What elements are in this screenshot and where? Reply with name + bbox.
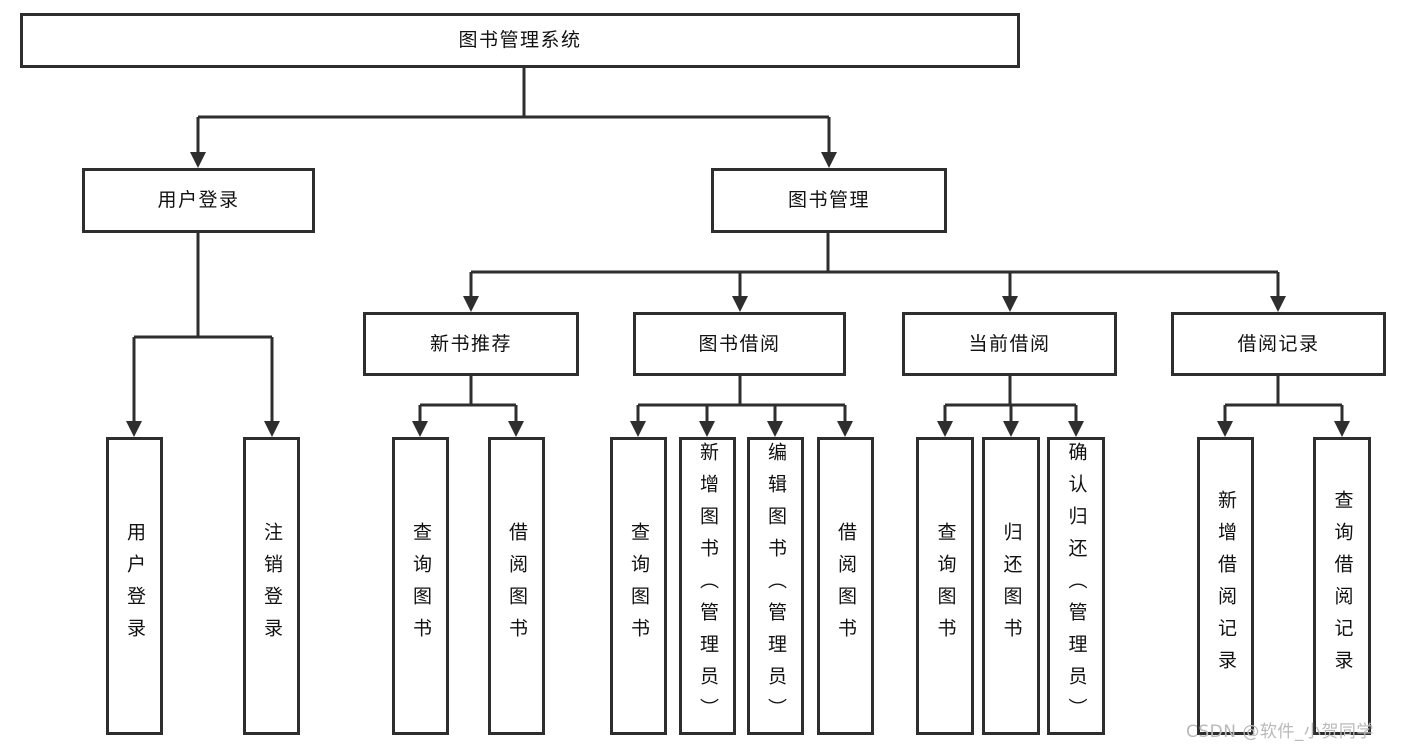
leaf-label: 查询图书 xyxy=(410,522,432,650)
user-login-box: 用户登录 xyxy=(82,168,315,233)
leaf-label: 查询图书 xyxy=(934,522,957,650)
connector-newbook-to-leaves xyxy=(418,376,518,422)
leaf-label: 编辑图书（管理员） xyxy=(765,442,787,730)
leaf-query-books-box-3: 查询图书 xyxy=(916,437,974,735)
leaf-label: 查询图书 xyxy=(628,522,650,650)
book-management-box: 图书管理 xyxy=(711,168,947,233)
leaf-confirm-return-admin-box: 确认归还（管理员） xyxy=(1047,437,1105,735)
system-root-box: 图书管理系统 xyxy=(20,13,1020,68)
arrowheads xyxy=(126,152,1350,437)
leaf-borrow-books-box-2: 借阅图书 xyxy=(817,437,874,735)
connector-bookborrow-to-leaves xyxy=(636,376,847,422)
connector-userlogin-to-leaves xyxy=(132,233,274,422)
connector-currentborrow-to-leaves xyxy=(943,376,1078,422)
leaf-user-login-box: 用户登录 xyxy=(106,437,163,735)
leaf-label: 确认归还（管理员） xyxy=(1065,442,1088,730)
leaf-label: 归还图书 xyxy=(1000,522,1023,650)
connector-borrowrecords-to-leaves xyxy=(1223,376,1344,422)
leaf-query-books-box-2: 查询图书 xyxy=(610,437,667,735)
borrow-record-box: 借阅记录 xyxy=(1171,312,1386,376)
leaf-edit-book-admin-box: 编辑图书（管理员） xyxy=(747,437,804,735)
current-borrow-box: 当前借阅 xyxy=(902,312,1117,376)
csdn-watermark: CSDN @软件_小贺同学 xyxy=(1186,722,1374,742)
leaf-label: 借阅图书 xyxy=(506,522,528,650)
leaf-query-books-box-1: 查询图书 xyxy=(392,437,449,735)
leaf-label: 新增借阅记录 xyxy=(1215,490,1237,682)
leaf-borrow-books-box-1: 借阅图书 xyxy=(488,437,545,735)
leaf-add-borrow-record-box: 新增借阅记录 xyxy=(1197,437,1254,735)
leaf-label: 注销登录 xyxy=(261,522,283,650)
leaf-label: 借阅图书 xyxy=(835,522,857,650)
leaf-add-book-admin-box: 新增图书（管理员） xyxy=(679,437,736,735)
new-book-recommend-box: 新书推荐 xyxy=(363,312,579,376)
leaf-label: 用户登录 xyxy=(124,522,146,650)
leaf-logout-box: 注销登录 xyxy=(243,437,300,735)
leaf-return-book-box: 归还图书 xyxy=(982,437,1040,735)
leaf-label: 查询借阅记录 xyxy=(1331,490,1354,682)
leaf-label: 新增图书（管理员） xyxy=(697,442,719,730)
leaf-query-borrow-record-box: 查询借阅记录 xyxy=(1313,437,1371,735)
connector-bookmgmt-to-level3 xyxy=(469,233,1280,297)
connector-root-to-level2 xyxy=(196,68,831,153)
book-borrow-box: 图书借阅 xyxy=(633,312,846,376)
